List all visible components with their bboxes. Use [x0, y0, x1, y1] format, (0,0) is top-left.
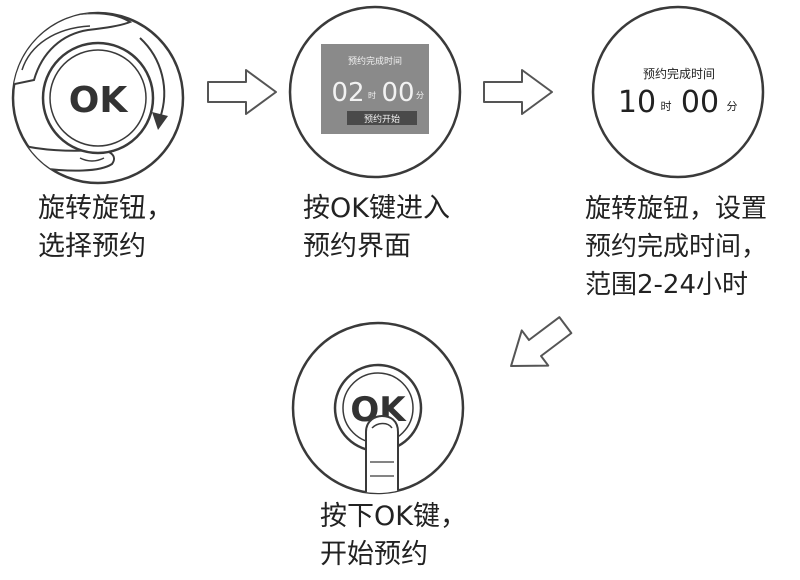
step-3-caption: 旋转旋钮，设置 预约完成时间， 范围2-24小时: [585, 190, 767, 304]
step-1-caption: 旋转旋钮， 选择预约: [38, 190, 173, 266]
step-2-display: 预约完成时间 02 时 00 分 预约开始: [288, 5, 462, 179]
flow-arrow-2-icon: [483, 69, 553, 115]
caption-line: 选择预约: [38, 231, 146, 262]
caption-line: 按下OK键，: [320, 501, 467, 532]
flow-arrow-3-icon: [510, 316, 573, 368]
screen-hour-unit: 时: [368, 90, 376, 100]
caption-line: 按OK键进入: [303, 193, 450, 224]
screen-title: 预约完成时间: [643, 66, 715, 81]
screen-minute: 00: [681, 85, 719, 120]
caption-line: 开始预约: [320, 539, 428, 570]
caption-line: 旋转旋钮，设置: [585, 194, 768, 224]
screen-hour: 10: [618, 85, 656, 120]
step-3-display: 预约完成时间 10 时 00 分: [591, 5, 765, 179]
caption-line: 预约完成时间，: [585, 232, 768, 262]
screen-hour-unit: 时: [661, 100, 672, 113]
flow-arrow-1-icon: [207, 69, 277, 115]
pressing-finger-icon: [365, 414, 399, 493]
screen-minute: 00: [381, 78, 414, 108]
caption-line: 预约界面: [303, 231, 411, 262]
step-4-caption: 按下OK键， 开始预约: [320, 498, 467, 574]
start-bar: [347, 111, 417, 125]
screen-minute-unit: 分: [727, 100, 738, 113]
caption-line: 范围2-24小时: [585, 270, 749, 300]
rotate-arrow-icon: [139, 37, 166, 119]
step-4-knob: OK: [291, 321, 465, 495]
screen-minute-unit: 分: [416, 91, 424, 100]
screen-hour: 02: [331, 78, 364, 108]
step-1-knob: OK: [11, 11, 185, 185]
caption-line: 旋转旋钮，: [38, 193, 173, 224]
start-bar-label: 预约开始: [364, 113, 400, 125]
rotate-arrowhead-icon: [152, 112, 168, 130]
step-2-caption: 按OK键进入 预约界面: [303, 190, 450, 266]
knob-ok-label: OK: [69, 80, 129, 121]
screen-title: 预约完成时间: [348, 55, 402, 67]
